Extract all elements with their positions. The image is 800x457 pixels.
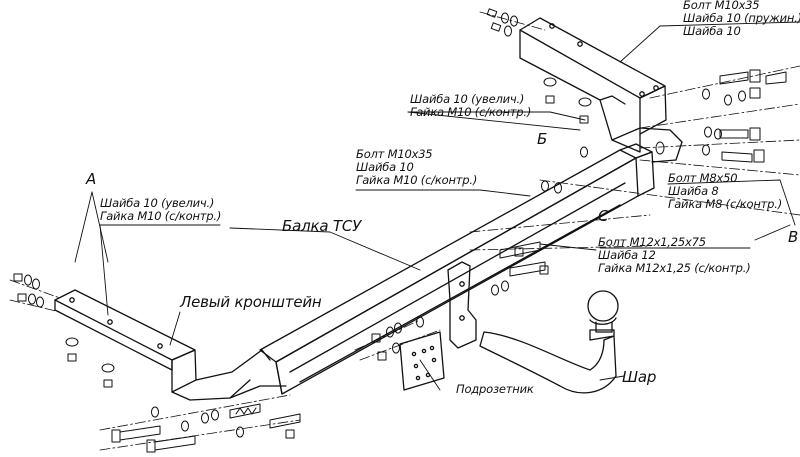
label-v-group: Болт M8x50 Шайба 8 Гайка M8 (с/контр.) [668,172,782,211]
label-b-letter: Б [537,130,548,148]
label-a-group: Шайба 10 (увелич.) Гайка M10 (с/контр.) [100,197,221,223]
socket-plate [399,331,445,391]
label-a-group-line2: Гайка M10 (с/контр.) [100,209,222,223]
label-beam-bolts-line1: Болт M10x35 [356,147,433,161]
label-c-group: Болт M12x1,25x75 Шайба 12 Гайка M12x1,25… [598,236,751,275]
label-ball: Шар [622,368,657,386]
label-left-bracket: Левый кронштейн [180,293,322,311]
label-top-right-line3: Шайба 10 [683,24,741,38]
label-beam-bolts-line3: Гайка M10 (с/контр.) [356,173,478,187]
fasteners [13,8,787,453]
label-b-group: Шайба 10 (увелич.) Гайка M10 (с/контр.) [410,93,531,119]
label-c-letter: C [598,207,609,225]
label-c-group-line2: Шайба 12 [598,248,656,262]
label-top-right-line1: Болт M10x35 [683,0,760,12]
left-bracket [54,289,287,401]
label-v-group-line1: Болт M8x50 [668,171,738,185]
label-c-group-line3: Гайка M12x1,25 (с/контр.) [598,261,751,275]
label-a-group-line1: Шайба 10 (увелич.) [100,196,215,210]
label-beam-bolts-line2: Шайба 10 [356,160,414,174]
label-v-group-line2: Шайба 8 [668,184,719,198]
label-top-right: Болт M10x35 Шайба 10 (пружин.) Шайба 10 [683,0,800,38]
label-beam: Балка ТСУ [282,217,362,235]
label-b-group-line2: Гайка M10 (с/контр.) [410,105,532,119]
hitch-plate [447,261,477,349]
label-beam-bolts: Болт M10x35 Шайба 10 Гайка M10 (с/контр.… [356,148,477,187]
label-socket-plate: Подрозетник [456,382,534,396]
right-bracket [519,17,683,163]
label-v-group-line3: Гайка M8 (с/контр.) [668,197,782,211]
ball-mount [479,290,619,394]
label-top-right-line2: Шайба 10 (пружин.) [683,11,800,25]
label-a-letter: A [86,170,97,188]
label-v-letter: В [788,228,799,246]
tow-beam [259,143,655,395]
axis-lines [9,11,800,451]
label-b-group-line1: Шайба 10 (увелич.) [410,92,525,106]
label-c-group-line1: Болт M12x1,25x75 [598,235,706,249]
